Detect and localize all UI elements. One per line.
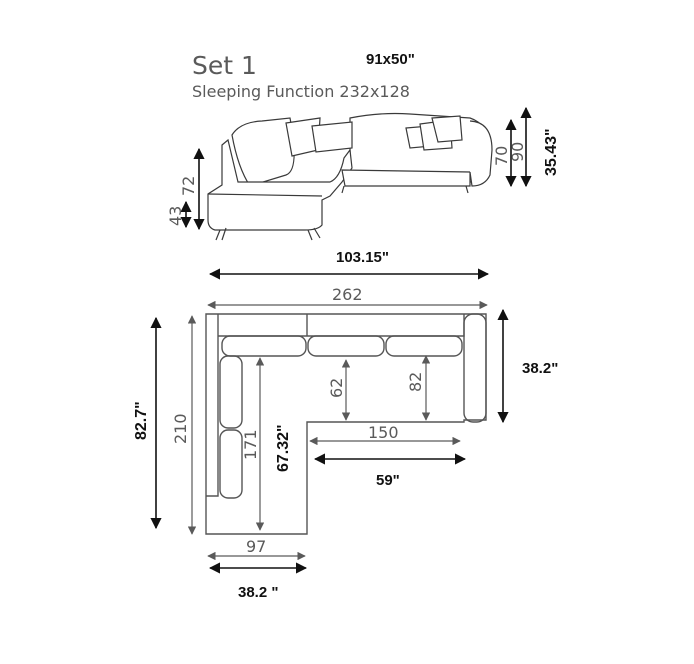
bed-size-inches: 91x50" [366, 51, 415, 68]
set-title: Set 1 [192, 51, 257, 80]
dim-chaise-width-cm: 97 [246, 537, 266, 556]
overall-width-inches: 103.15" [336, 249, 389, 266]
dim-inner-width-cm: 150 [368, 423, 399, 442]
dim-seat-depth: 62 [327, 378, 346, 398]
dim-left-depth-cm: 210 [171, 413, 190, 444]
dim-seat-height: 43 [166, 206, 185, 226]
dim-chaise-inner-cm: 171 [241, 429, 260, 460]
overall-width-cm: 262 [332, 285, 363, 304]
dim-right-depth-inches: 38.2" [522, 360, 558, 377]
dim-inner-width-inches: 59" [376, 472, 400, 489]
sleeping-function-label: Sleeping Function 232x128 [192, 82, 410, 101]
dim-arm-height: 72 [179, 176, 198, 196]
sofa-elevation-sketch [207, 112, 493, 241]
sofa-plan-outline [205, 313, 487, 535]
dim-back-height-b: 90 [508, 142, 527, 162]
dim-back-height-a: 70 [492, 146, 511, 166]
dim-left-depth-inches: 82.7" [133, 401, 150, 440]
dim-chaise-width-inches: 38.2 " [238, 584, 278, 601]
dim-chaise-inner-inches: 67.32" [275, 424, 292, 472]
dim-back-depth: 82 [406, 372, 425, 392]
dim-back-height-inches: 35.43" [543, 128, 560, 176]
